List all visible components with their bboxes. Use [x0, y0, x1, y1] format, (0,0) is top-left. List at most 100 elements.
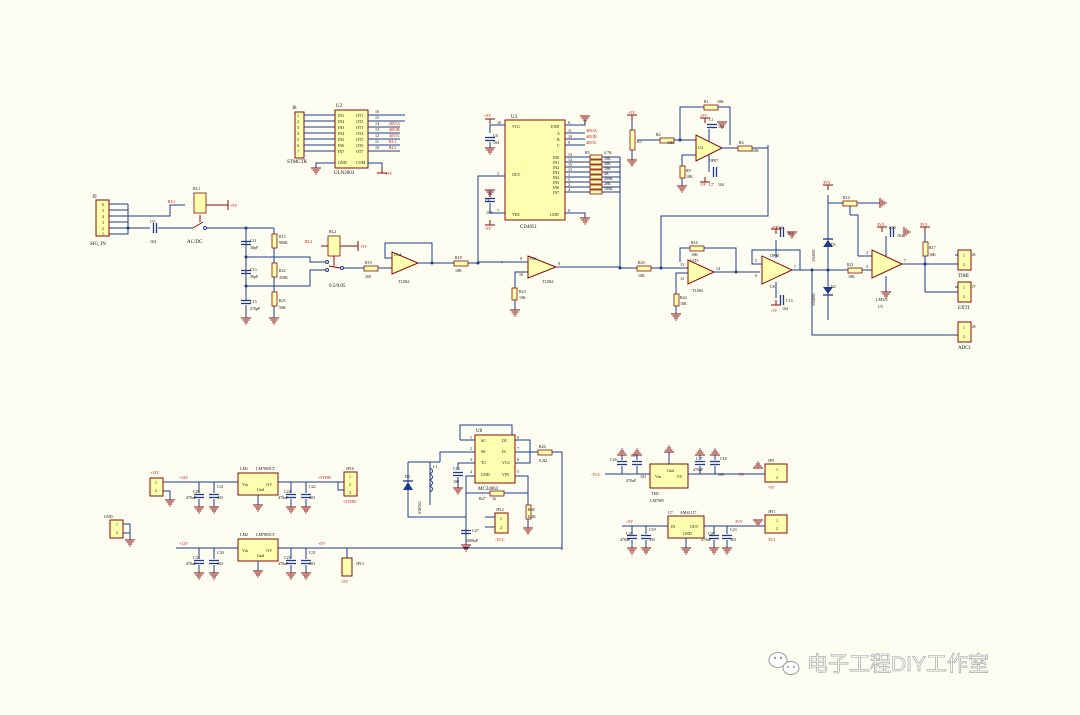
tm1-pin: Vin — [655, 474, 661, 479]
u1c-pin: 8 — [558, 261, 560, 266]
net-label: +5V — [771, 225, 778, 230]
exti-connector: J7 EXTI 1 2 — [957, 281, 976, 311]
jadc-ref: J8 — [972, 324, 976, 329]
j8-pin: 3 — [297, 125, 299, 130]
rl2-relay: RL2 0.5/0.05 — [327, 229, 346, 289]
j9-pin: 5 — [102, 208, 104, 213]
r25-ref: R25 — [279, 298, 286, 303]
jp12-ref: JP12 — [496, 507, 504, 512]
net-label: 3V3 — [823, 180, 830, 185]
resistor-network: R5 4.7K 10K 20K 10K 2K 200K 20K 100K — [585, 150, 613, 195]
r16-value: 10K — [691, 252, 698, 257]
c30b-ref: C30 — [217, 550, 224, 555]
c30b-value: 103 — [217, 561, 223, 566]
lm1-regulator: LM1 LM7805CT Vin +5V Gnd — [237, 466, 279, 496]
u3-chip: U3 CD4051 VCC OUT VEE GND ENB A B C IN0 … — [504, 115, 566, 230]
r28-value: 8.2K — [528, 514, 536, 519]
net-label: +5V — [484, 113, 491, 118]
u1c-opamp: U1C TL084 9 10 8 — [519, 255, 560, 284]
u3-pinnum: 6 — [568, 120, 570, 125]
r14-ref: R14 — [843, 195, 850, 200]
c1-ref: C1 — [709, 117, 714, 122]
u3-pinnum: 8 — [568, 208, 570, 213]
u8-ref: U8 — [476, 429, 483, 434]
r2-value: 10K — [667, 140, 674, 145]
u5-name: LM311 — [876, 297, 888, 302]
u2-pin: IN3 — [338, 125, 344, 130]
c7-value: 104 — [718, 182, 724, 187]
j9-name: SIG_IN — [90, 242, 106, 247]
r3-ref: R3 — [637, 139, 642, 144]
u3-pinnum: 9 — [568, 140, 570, 145]
u2-pin: IN7 — [338, 149, 344, 154]
jp10-pin: 1 — [349, 474, 351, 479]
u4-name: OP07 — [709, 158, 718, 163]
u3-ref: U3 — [511, 115, 518, 120]
jadc-pin: 1 — [963, 325, 965, 330]
r24-ref: R24 — [680, 295, 687, 300]
net-label: +5V — [360, 244, 367, 249]
c17-value: 470uF — [693, 467, 704, 472]
r28-ref: R28 — [528, 507, 535, 512]
gnd-connector: GND 1 2 — [104, 514, 124, 539]
c15-ref: C15 — [250, 299, 257, 304]
c27-ref: C27 — [472, 528, 479, 533]
jtim-pin: 2 — [963, 262, 965, 267]
j8-ref: J8 — [292, 106, 297, 111]
u3-pin: IN1 — [553, 160, 559, 165]
d2-ref: D2 — [831, 284, 836, 289]
jp11-pin: 1 — [776, 518, 778, 523]
jtim-pin: 1 — [963, 253, 965, 258]
r18-ref: R18 — [455, 255, 462, 260]
u2-name: ULN2003 — [334, 171, 355, 176]
c31-ref: C31 — [309, 550, 316, 555]
net-label: +5V — [385, 171, 392, 176]
u1c-pin: 10 — [519, 272, 523, 277]
r19-value: 200 — [365, 274, 371, 279]
u2-pinnum: 14 — [375, 121, 379, 126]
r1-value: 10K — [717, 99, 724, 104]
c6-value: 104 — [493, 140, 499, 145]
j8-pin: 2 — [297, 119, 299, 124]
c26-ref: C26 — [610, 457, 617, 462]
net-label: -5V — [700, 182, 706, 187]
rn-ref: R5 — [585, 150, 590, 155]
c11-ref: C11 — [250, 238, 257, 243]
c21-ref: C21 — [217, 484, 224, 489]
c20-value: 470uF — [701, 537, 712, 542]
r21-value: 10K — [848, 274, 855, 279]
rn-value: 2K — [604, 171, 609, 176]
u7-pin: OUT — [690, 524, 699, 529]
u2-chip: U2 ULN2003 IN1 IN2 IN3 IN4 IN5 IN6 IN7 O… — [334, 104, 369, 176]
u8-pinnum: 3 — [470, 457, 472, 462]
net-label: -5V — [485, 226, 491, 231]
r4-value: 10K — [752, 148, 759, 153]
u8-chip: U8 MC34063 SC SE TC GND DC IS VCC VIN 1 … — [470, 429, 519, 492]
net-label: +5VDD — [343, 499, 356, 504]
u5-pin: 3 — [866, 264, 868, 269]
c28-value: 470uF — [620, 537, 631, 542]
r22-value: 450K — [279, 275, 288, 280]
jp10-connector: JP10 1 2 3 +5VDD — [343, 466, 358, 504]
net-label: 3V3 — [877, 222, 884, 227]
u1d-pin: 12 — [680, 276, 684, 281]
net-label: -5V — [771, 308, 777, 313]
rl2-name: 0.5/0.05 — [329, 284, 346, 289]
r15-value: 900K — [279, 240, 288, 245]
r15-ref: R15 — [279, 234, 286, 239]
u3-pin: IN3 — [553, 170, 559, 175]
net-label: +5V — [626, 519, 633, 524]
u8-pin: VIN — [502, 472, 509, 477]
u2-pin: IN2 — [338, 119, 344, 124]
c13-ref: C13 — [250, 267, 257, 272]
j8-pin: 5 — [297, 137, 299, 142]
c8-ref: C8 — [485, 198, 490, 203]
lm2-name: LM7805CT — [256, 532, 276, 537]
jp12-connector: JP12 1 2 -VCC — [494, 507, 509, 542]
c9-ref: C9 — [150, 219, 155, 224]
r17-ref: R17 — [929, 245, 936, 250]
c20-ref: C20 — [708, 531, 715, 536]
j9-pin: 1 — [102, 231, 104, 236]
u3-pinnum: 2 — [568, 182, 570, 187]
u3-pinnum: 3 — [497, 171, 499, 176]
